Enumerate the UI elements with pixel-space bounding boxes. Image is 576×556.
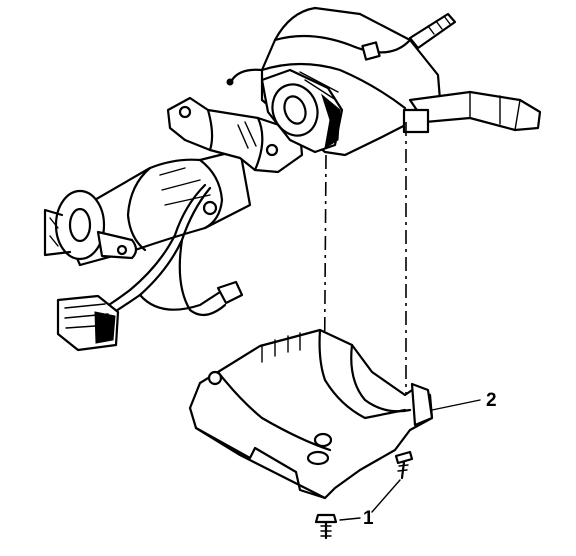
column-mounting-bracket bbox=[166, 96, 304, 174]
callout-label-2: 2 bbox=[486, 390, 497, 411]
callout-leader-1a bbox=[339, 517, 361, 521]
alignment-guide-lines bbox=[323, 122, 407, 433]
callout-label-1: 1 bbox=[363, 508, 374, 529]
callout-leader-1b bbox=[371, 479, 401, 513]
callout-leader-2 bbox=[431, 399, 481, 411]
turn-signal-lever bbox=[402, 90, 542, 134]
screw-1b bbox=[394, 450, 414, 480]
steering-column-shaft bbox=[43, 148, 252, 267]
lower-column-cover bbox=[188, 328, 434, 500]
upper-column-housing bbox=[226, 6, 457, 157]
wiring-harness bbox=[56, 183, 244, 352]
screw-1a bbox=[314, 513, 338, 540]
